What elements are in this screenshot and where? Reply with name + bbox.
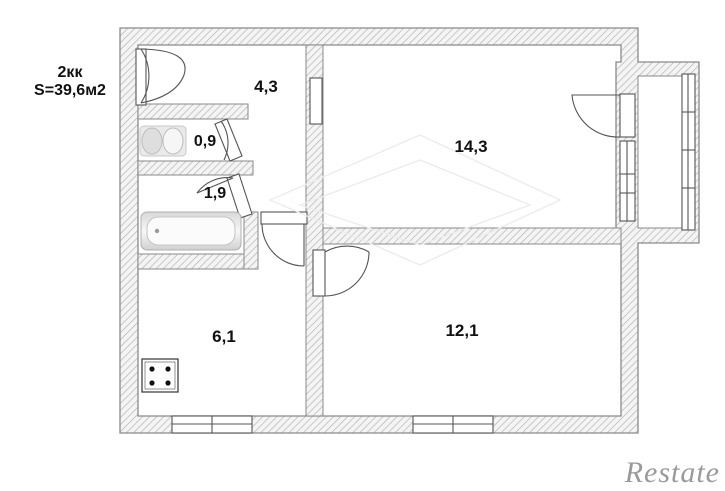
- door-toilet: [214, 118, 243, 162]
- door-bath: [196, 173, 253, 219]
- labels: 2кк S=39,6м2 4,3 14,3 0,9 1,9 6,1 12,1 R…: [34, 64, 720, 489]
- wall-bath-bottom: [137, 253, 259, 270]
- door-hall-room-large: [309, 77, 323, 125]
- apartment-type: 2кк: [58, 64, 84, 81]
- wall-bath-side: [243, 211, 259, 270]
- windows: [171, 73, 696, 434]
- fixtures: [139, 125, 242, 393]
- door-room-small: [312, 245, 370, 297]
- restate-logo: Restate: [624, 456, 720, 489]
- entrance-door: [135, 48, 186, 106]
- door-balcony: [571, 93, 636, 138]
- room-label-small-room: 12,1: [445, 321, 478, 340]
- doors: [135, 48, 636, 297]
- window-balcony-side: [619, 140, 636, 222]
- stove-icon: [141, 358, 179, 393]
- window-balcony-outer: [681, 73, 696, 231]
- room-label-kitchen: 6,1: [212, 327, 236, 346]
- toilet-fixture-icon: [139, 125, 187, 157]
- watermark: [268, 134, 562, 266]
- room-label-hall: 4,3: [254, 77, 278, 96]
- door-kitchen: [260, 211, 308, 267]
- walls: [119, 27, 700, 434]
- window-kitchen: [171, 415, 253, 434]
- bathtub-icon: [140, 211, 242, 251]
- room-label-bath: 1,9: [204, 185, 226, 202]
- total-area: S=39,6м2: [34, 82, 106, 99]
- wall-rooms: [322, 227, 622, 245]
- wall-toilet-top: [137, 103, 249, 120]
- wall-toilet-bath: [137, 160, 254, 176]
- room-label-toilet: 0,9: [194, 133, 216, 150]
- balcony-inner: [637, 75, 683, 229]
- room-label-large-room: 14,3: [454, 137, 487, 156]
- window-room-small: [412, 415, 494, 434]
